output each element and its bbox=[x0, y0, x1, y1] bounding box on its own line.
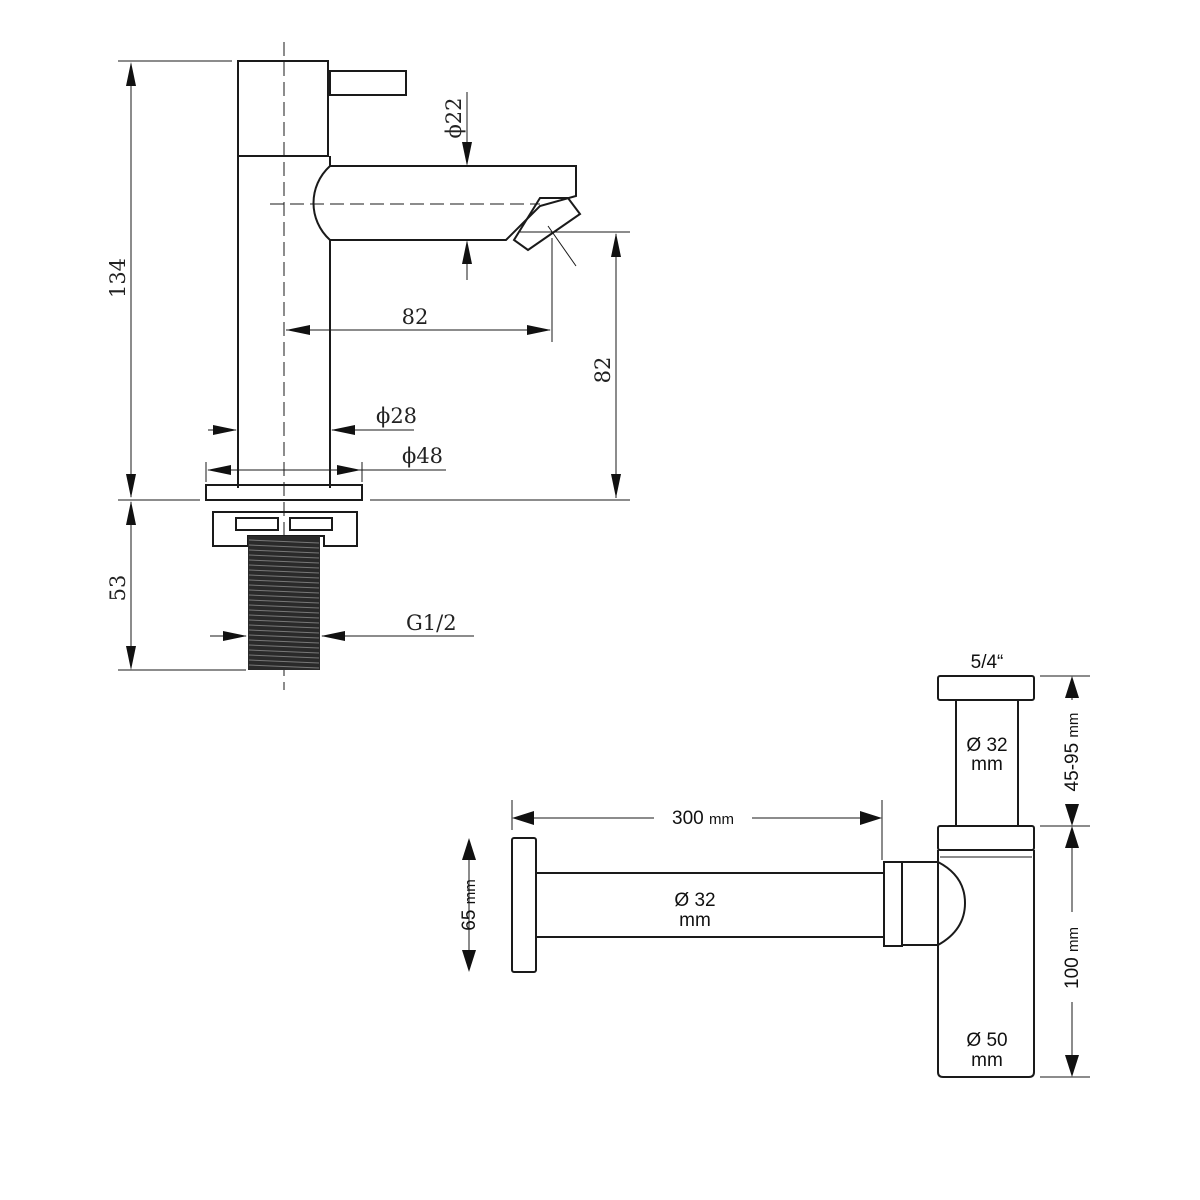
tail-pipe-length-label: 45-95 mm bbox=[1062, 713, 1083, 792]
thread-line bbox=[248, 574, 320, 579]
siphon-outlet-bulge bbox=[902, 861, 967, 946]
thread-line bbox=[248, 624, 320, 629]
thread-line bbox=[248, 544, 320, 549]
thread-line bbox=[248, 664, 320, 669]
faucet-aerator bbox=[512, 197, 582, 252]
thread-line bbox=[248, 614, 320, 619]
body-diameter-unit: mm bbox=[971, 1050, 1003, 1071]
spout-reach-label: 82 bbox=[402, 305, 429, 329]
siphon-bottle-body bbox=[937, 850, 1035, 1078]
inlet-size-label: 5/4“ bbox=[971, 652, 1004, 673]
body-height-label: 100 mm bbox=[1062, 927, 1083, 989]
siphon-drawing: 65 mm 300 mm Ø 32 mm Ø 32 mm Ø 50 mm 5/4… bbox=[459, 652, 1090, 1078]
siphon-outlet-nut bbox=[883, 861, 903, 947]
body-diameter-value: Ø 50 bbox=[966, 1030, 1007, 1051]
faucet-mount-nut bbox=[212, 511, 358, 547]
spout-diameter-label: ϕ22 bbox=[442, 97, 466, 138]
thread-line bbox=[248, 609, 320, 614]
thread-line bbox=[248, 644, 320, 649]
tail-pipe-diameter-unit: mm bbox=[971, 754, 1003, 775]
thread-line bbox=[248, 634, 320, 639]
thread-line bbox=[248, 589, 320, 594]
thread-line bbox=[248, 594, 320, 599]
thread-line bbox=[248, 559, 320, 564]
faucet-height-label: 134 bbox=[106, 258, 130, 298]
thread-line bbox=[248, 629, 320, 634]
thread-size-label: G1/2 bbox=[406, 611, 457, 635]
thread-line bbox=[248, 579, 320, 584]
body-diameter-label: ϕ28 bbox=[376, 404, 417, 428]
faucet-lever bbox=[329, 70, 407, 96]
thread-line bbox=[248, 649, 320, 654]
arm-diameter-value: Ø 32 bbox=[674, 890, 715, 911]
thread-line bbox=[248, 619, 320, 624]
thread-line bbox=[248, 584, 320, 589]
thread-line bbox=[248, 654, 320, 659]
siphon-inlet-nut bbox=[937, 675, 1035, 701]
faucet-drawing: 134 53 82 82 ϕ22 ϕ28 ϕ48 bbox=[106, 42, 630, 690]
arm-diameter-unit: mm bbox=[679, 910, 711, 931]
shank-length-label: 53 bbox=[106, 575, 130, 602]
arm-length-label: 300 mm bbox=[672, 808, 734, 829]
thread-line bbox=[248, 639, 320, 644]
thread-line bbox=[248, 549, 320, 554]
thread-line bbox=[248, 599, 320, 604]
tail-pipe-diameter-value: Ø 32 bbox=[966, 735, 1007, 756]
faucet-spout bbox=[312, 165, 577, 241]
faucet-handle-cap bbox=[237, 60, 329, 157]
spout-height-label: 82 bbox=[591, 357, 615, 384]
siphon-collar bbox=[937, 825, 1035, 851]
thread-line bbox=[248, 604, 320, 609]
thread-line bbox=[248, 554, 320, 559]
base-diameter-label: ϕ48 bbox=[402, 444, 443, 468]
rosette-height-label: 65 mm bbox=[459, 879, 480, 930]
thread-line bbox=[248, 659, 320, 664]
thread-line bbox=[248, 539, 320, 544]
thread-hatching bbox=[248, 539, 320, 669]
thread-line bbox=[248, 564, 320, 569]
thread-line bbox=[248, 569, 320, 574]
siphon-wall-rosette bbox=[511, 837, 537, 973]
faucet-base-plate bbox=[205, 484, 363, 501]
